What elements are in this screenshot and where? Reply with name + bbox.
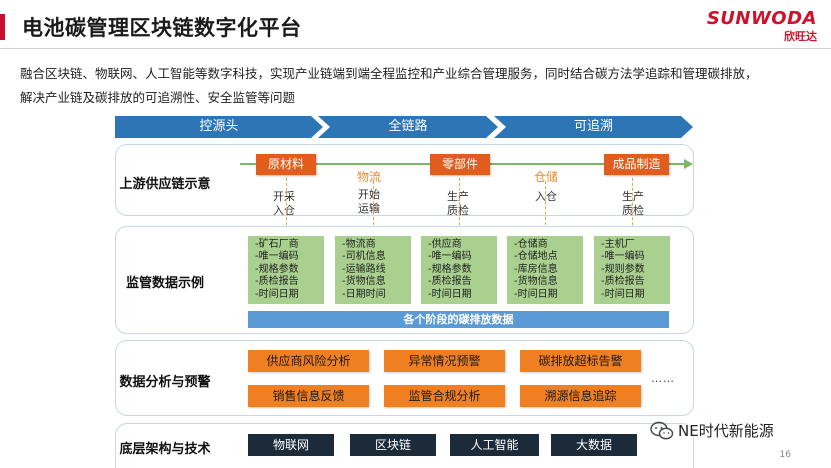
- card-field: -时间日期: [514, 288, 558, 300]
- data-card-supplier: -供应商 -唯一编码 -规格参数 -质检报告 -时间日期: [421, 236, 497, 304]
- tech-ai-button[interactable]: 人工智能: [450, 434, 539, 456]
- step-label-production-2: 生产 质检: [613, 190, 653, 218]
- step-text: 生产: [447, 190, 469, 203]
- header-divider: [0, 48, 831, 49]
- emission-exceed-alert-button[interactable]: 碳排放超标告警: [520, 350, 641, 372]
- supply-chain-label: 上游供应链示意: [119, 177, 211, 192]
- card-field: -矿石厂商: [255, 239, 299, 250]
- intro-text: 融合区块链、物联网、人工智能等数字科技，实现产业链端到端全程监控和产业综合管理服…: [20, 62, 810, 110]
- anomaly-alert-button[interactable]: 异常情况预警: [384, 350, 505, 372]
- step-label-mining: 开采 入仓: [264, 190, 304, 218]
- transition-logistics: 物流: [356, 170, 381, 184]
- step-text: 开始: [358, 188, 380, 201]
- connector-line: [459, 178, 460, 230]
- node-raw-material: 原材料: [256, 154, 316, 175]
- logo-wordmark: SUNWODA: [706, 8, 817, 29]
- page-number: 16: [779, 450, 791, 460]
- stage-arrow-traceable: 可追溯: [494, 116, 693, 138]
- brand-logo: SUNWODA 欣旺达: [707, 8, 817, 44]
- intro-line-2: 解决产业链及碳排放的可追溯性、安全监管等问题: [20, 90, 296, 105]
- stage-label-fullchain: 全链路: [388, 119, 428, 134]
- step-label-production-1: 生产 质检: [438, 190, 478, 218]
- step-label-storage: 入仓: [526, 190, 566, 204]
- supply-chain-arrowhead: [684, 159, 693, 169]
- card-field: -库房信息: [514, 263, 558, 275]
- analysis-more-ellipsis: ……: [651, 372, 675, 385]
- card-field: -唯一编码: [255, 251, 299, 263]
- step-text: 运输: [358, 202, 380, 215]
- data-card-logistics: -物流商 -司机信息 -运输路线 -货物信息 -日期时间: [335, 236, 411, 304]
- wechat-icon: [650, 421, 674, 441]
- connector-line: [545, 181, 546, 230]
- watermark-text: NE时代新能源: [678, 422, 774, 440]
- card-field: -质检报告: [255, 276, 299, 288]
- compliance-analysis-button[interactable]: 监管合规分析: [384, 385, 505, 407]
- card-field: -物流商: [342, 239, 376, 250]
- card-field: -仓储地点: [514, 251, 558, 263]
- traceability-tracking-button[interactable]: 溯源信息追踪: [520, 385, 641, 407]
- title-accent-bar: [0, 14, 5, 40]
- transition-warehousing: 仓储: [533, 170, 558, 184]
- step-label-transport: 开始 运输: [349, 188, 389, 216]
- card-field: -质检报告: [428, 276, 472, 288]
- card-field: -仓储商: [514, 239, 548, 250]
- step-text: 质检: [622, 204, 644, 217]
- connector-line: [632, 178, 633, 230]
- node-manufacturing: 成品制造: [604, 154, 669, 175]
- step-text: 入仓: [535, 190, 557, 203]
- tech-iot-button[interactable]: 物联网: [248, 434, 334, 456]
- node-components: 零部件: [430, 154, 490, 175]
- logo-chinese: 欣旺达: [784, 30, 817, 43]
- stage-label-traceable: 可追溯: [573, 119, 613, 134]
- page-title: 电池碳管理区块链数字化平台: [22, 16, 302, 40]
- step-text: 生产: [622, 190, 644, 203]
- card-field: -主机厂: [601, 239, 635, 250]
- connector-line: [286, 178, 287, 230]
- card-field: -货物信息: [342, 276, 386, 288]
- card-field: -规则参数: [601, 263, 645, 275]
- monitoring-label: 监管数据示例: [125, 276, 204, 291]
- stage-arrow-fullchain: 全链路: [318, 116, 498, 138]
- stage-label-source: 控源头: [199, 119, 239, 134]
- card-field: -唯一编码: [601, 251, 645, 263]
- intro-line-1: 融合区块链、物联网、人工智能等数字科技，实现产业链端到端全程监控和产业综合管理服…: [20, 66, 758, 81]
- data-card-mining: -矿石厂商 -唯一编码 -规格参数 -质检报告 -时间日期: [248, 236, 324, 304]
- sales-feedback-button[interactable]: 销售信息反馈: [248, 385, 369, 407]
- card-field: -供应商: [428, 239, 462, 250]
- card-field: -时间日期: [601, 288, 645, 300]
- card-field: -运输路线: [342, 263, 386, 275]
- card-field: -唯一编码: [428, 251, 472, 263]
- data-card-warehouse: -仓储商 -仓储地点 -库房信息 -货物信息 -时间日期: [507, 236, 583, 304]
- wechat-watermark: NE时代新能源: [650, 420, 774, 441]
- card-field: -司机信息: [342, 251, 386, 263]
- analysis-label: 数据分析与预警: [119, 375, 211, 390]
- carbon-emission-data-bar: 各个阶段的碳排放数据: [248, 311, 669, 328]
- data-card-oem: -主机厂 -唯一编码 -规则参数 -质检报告 -时间日期: [594, 236, 670, 304]
- supplier-risk-analysis-button[interactable]: 供应商风险分析: [248, 350, 369, 372]
- step-text: 入仓: [273, 204, 295, 217]
- card-field: -日期时间: [342, 288, 386, 300]
- card-field: -货物信息: [514, 276, 558, 288]
- infrastructure-label: 底层架构与技术: [119, 442, 211, 457]
- supply-chain-panel: [115, 144, 694, 216]
- tech-blockchain-button[interactable]: 区块链: [350, 434, 436, 456]
- stage-arrow-source: 控源头: [115, 116, 323, 138]
- step-text: 质检: [447, 204, 469, 217]
- card-field: -规格参数: [428, 263, 472, 275]
- connector-line: [373, 181, 374, 230]
- tech-bigdata-button[interactable]: 大数据: [551, 434, 637, 456]
- card-field: -时间日期: [428, 288, 472, 300]
- card-field: -质检报告: [601, 276, 645, 288]
- card-field: -时间日期: [255, 288, 299, 300]
- step-text: 开采: [273, 190, 295, 203]
- card-field: -规格参数: [255, 263, 299, 275]
